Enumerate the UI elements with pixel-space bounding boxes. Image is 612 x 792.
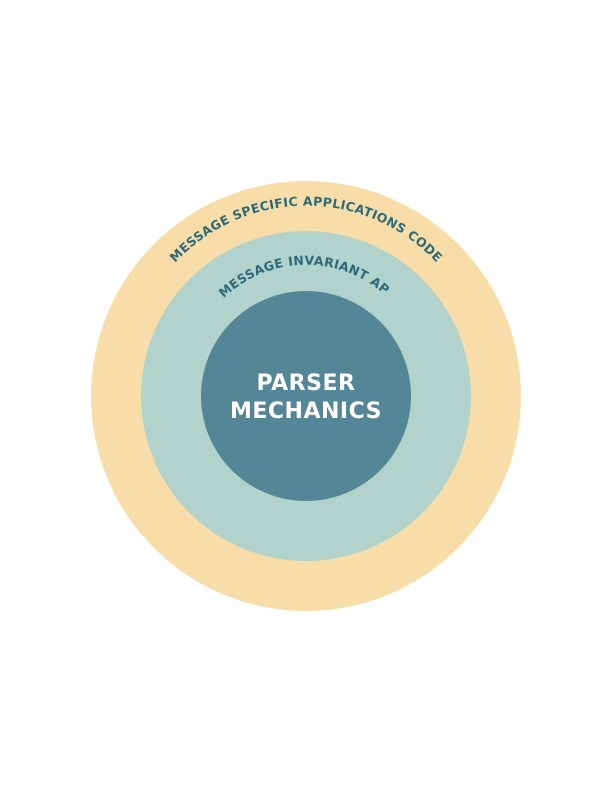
core-circle [201,291,411,501]
core-label-line2: MECHANICS [230,399,382,424]
core-label-line1: PARSER [257,371,356,396]
